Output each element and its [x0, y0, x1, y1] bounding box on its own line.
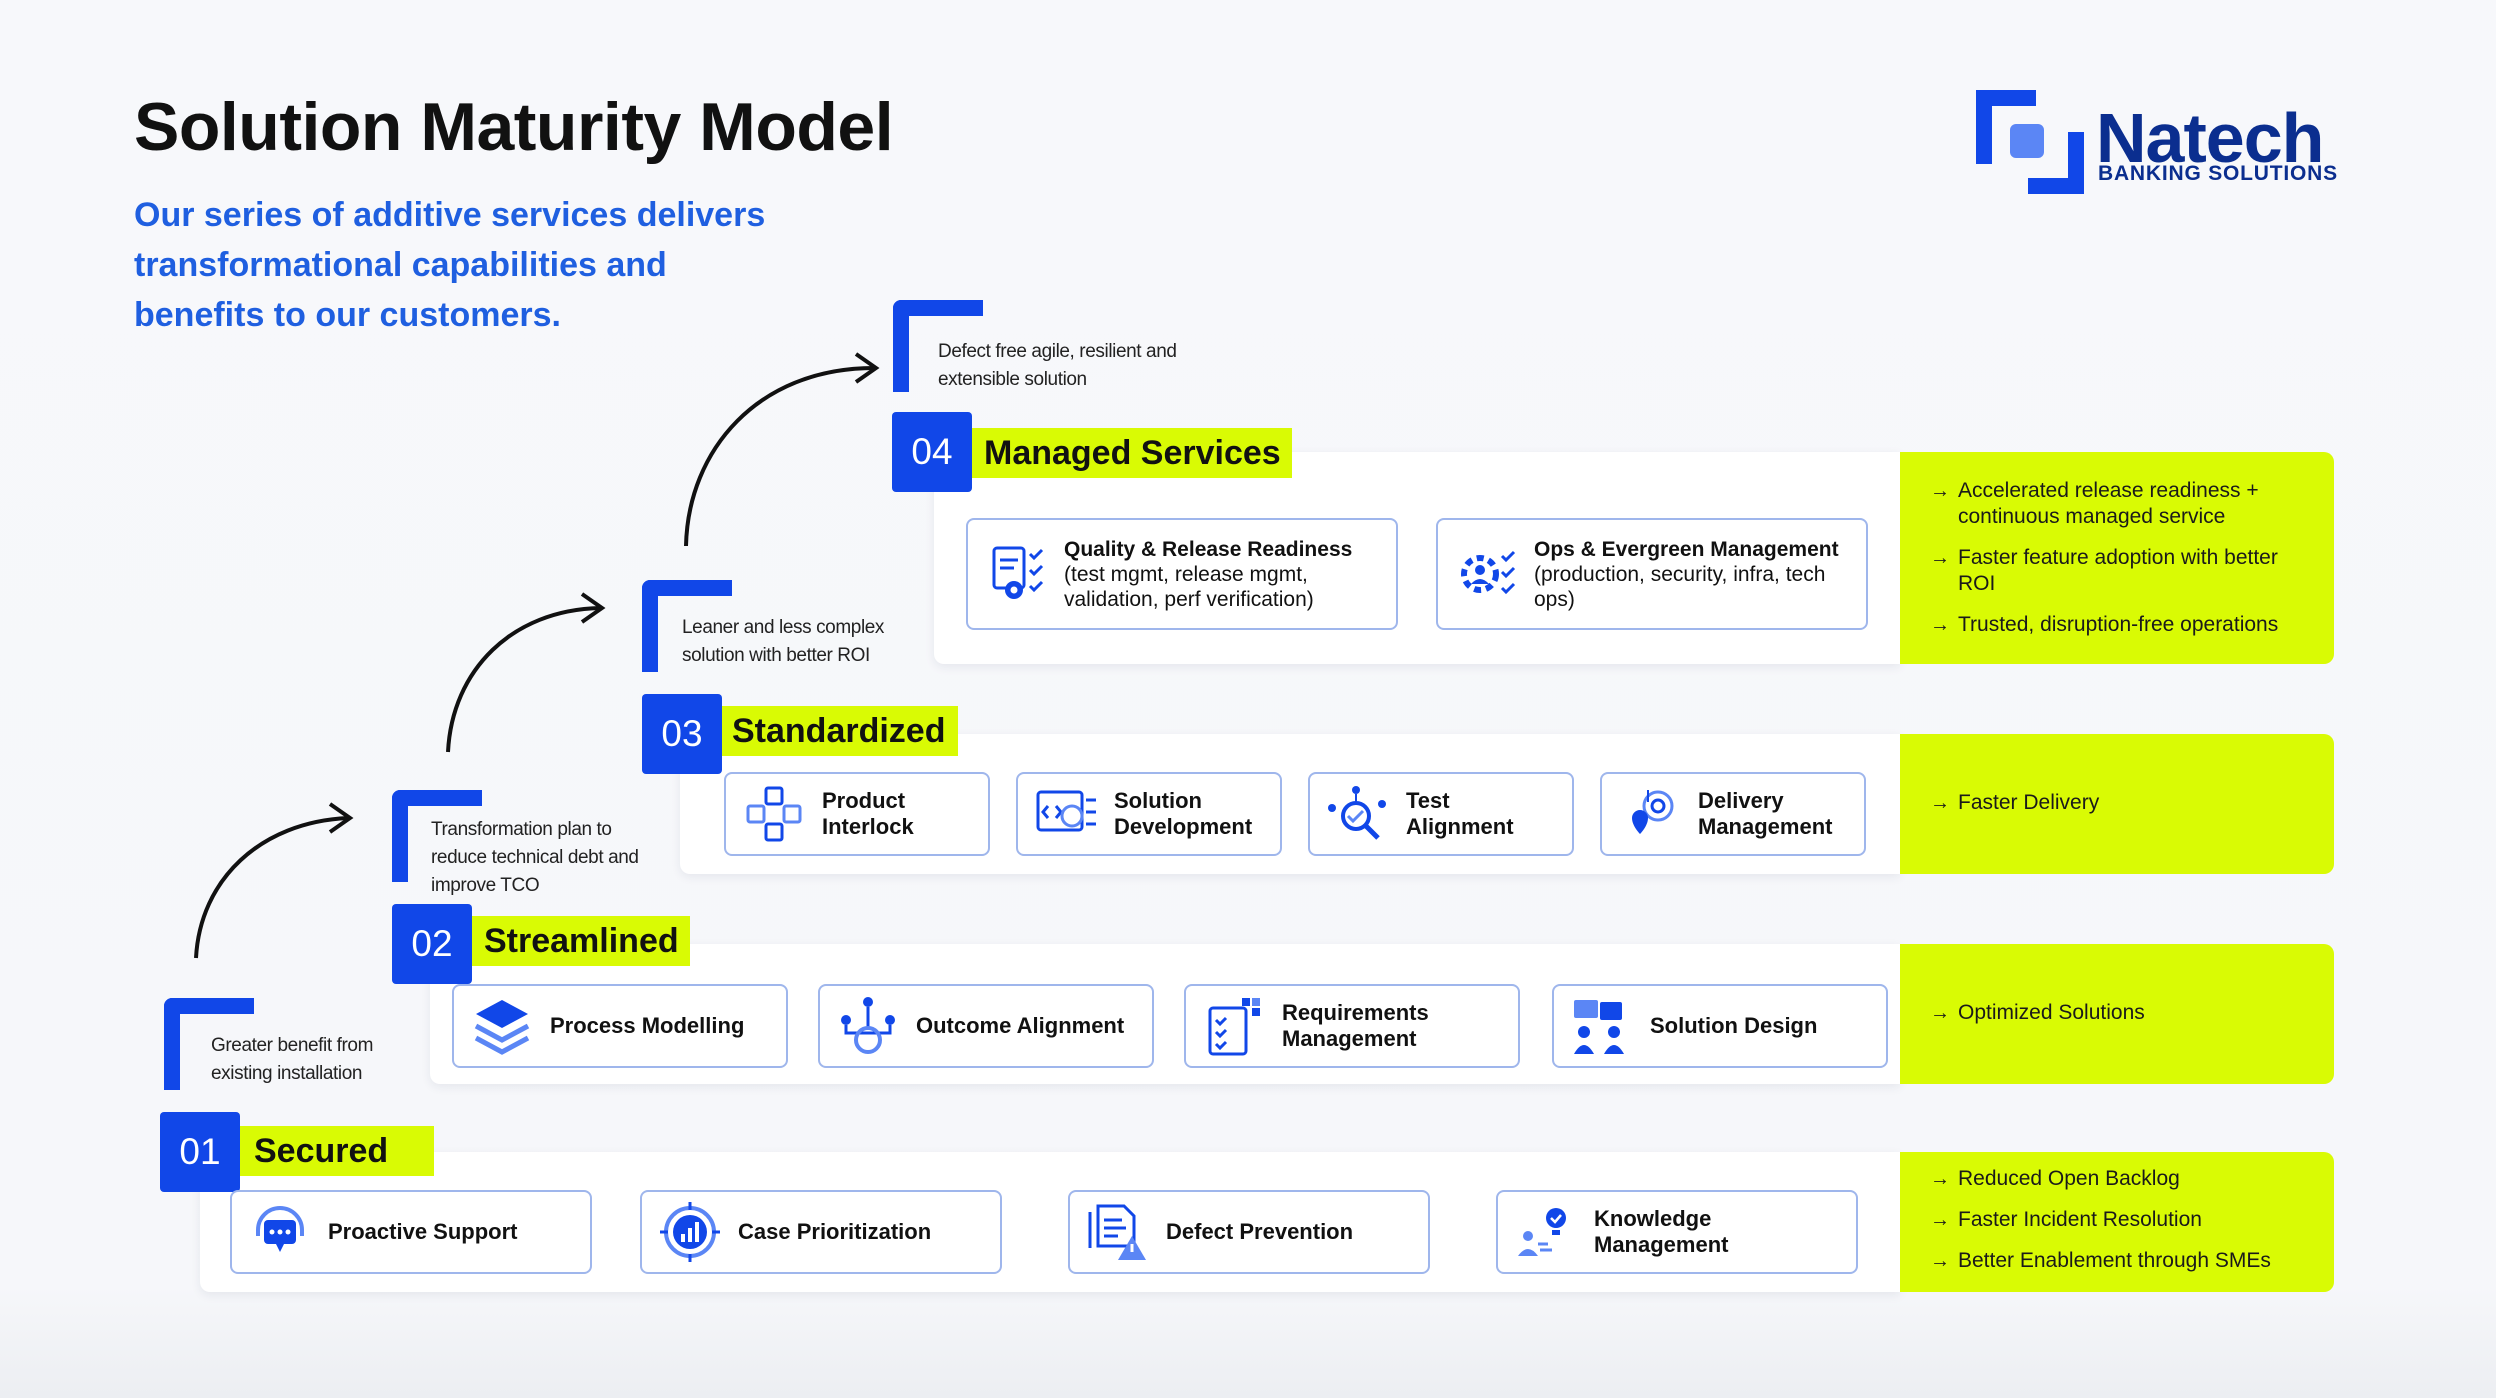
- magnifier-network-icon: [1328, 786, 1386, 840]
- level-02-name: Streamlined: [470, 916, 690, 966]
- benefit-item: Reduced Open Backlog: [1930, 1166, 2304, 1192]
- service-label: Proactive Support: [328, 1219, 518, 1244]
- service-label: Outcome Alignment: [916, 1013, 1125, 1038]
- gear-person-icon: [1461, 550, 1516, 595]
- service-card-solution-design[interactable]: Solution Design: [1552, 984, 1888, 1068]
- benefit-item: Optimized Solutions: [1930, 1000, 2304, 1026]
- level-04-caption: Defect free agile, resilient and extensi…: [938, 341, 1177, 390]
- document-warning-icon: [1088, 1204, 1146, 1260]
- service-label: Solution Development: [1114, 788, 1253, 839]
- service-card-defect-prevention[interactable]: Defect Prevention: [1068, 1190, 1430, 1274]
- level-01-bracket: [164, 998, 254, 1090]
- logo-tagline: BANKING SOLUTIONS: [2098, 162, 2338, 185]
- service-card-delivery-management[interactable]: Delivery Management: [1600, 772, 1866, 856]
- service-label: Ops & Evergreen Management (production, …: [1534, 537, 1866, 612]
- service-label: Quality & Release Readiness (test mgmt, …: [1064, 537, 1396, 612]
- level-03-name: Standardized: [718, 706, 958, 756]
- benefit-item: Trusted, disruption-free operations: [1930, 612, 2304, 638]
- level-01-name: Secured: [240, 1126, 434, 1176]
- target-chart-icon: [660, 1202, 720, 1262]
- level-03-bracket: [642, 580, 732, 672]
- benefit-item: Better Enablement through SMEs: [1930, 1248, 2304, 1274]
- benefit-item: Faster feature adoption with better ROI: [1930, 545, 2304, 597]
- service-label: Knowledge Management: [1594, 1206, 1729, 1257]
- code-globe-icon: [1036, 790, 1096, 832]
- service-card-requirements-management[interactable]: Requirements Management: [1184, 984, 1520, 1068]
- service-label: Requirements Management: [1282, 1000, 1429, 1051]
- lightbulb-people-icon: [1518, 1208, 1566, 1256]
- step-arrow-1-icon: [194, 802, 354, 959]
- service-card-case-prioritization[interactable]: Case Prioritization: [640, 1190, 1002, 1274]
- page-title: Solution Maturity Model: [134, 89, 894, 165]
- hierarchy-coin-icon: [841, 997, 895, 1054]
- service-label: Process Modelling: [550, 1013, 745, 1038]
- service-card-knowledge-management[interactable]: Knowledge Management: [1496, 1190, 1858, 1274]
- natech-logo-mark-icon: [1976, 90, 2084, 194]
- checklist-icon: [1208, 998, 1260, 1056]
- service-card-quality-release[interactable]: Quality & Release Readiness (test mgmt, …: [966, 518, 1398, 630]
- level-04-bracket: [893, 300, 983, 392]
- layers-icon: [474, 1000, 530, 1055]
- level-03-caption: Leaner and less complex solution with be…: [682, 617, 885, 666]
- service-label: Product Interlock: [822, 788, 914, 839]
- level-03-number: 03: [642, 694, 722, 774]
- level-02-benefits: Optimized Solutions: [1900, 944, 2334, 1084]
- level-01-benefits: Reduced Open Backlog Faster Incident Res…: [1900, 1152, 2334, 1292]
- service-card-outcome-alignment[interactable]: Outcome Alignment: [818, 984, 1154, 1068]
- service-title: Ops & Evergreen Management: [1534, 537, 1839, 561]
- level-02-caption: Transformation plan to reduce technical …: [431, 819, 639, 896]
- team-design-icon: [1574, 1000, 1624, 1054]
- service-card-process-modelling[interactable]: Process Modelling: [452, 984, 788, 1068]
- service-label: Solution Design: [1650, 1013, 1818, 1038]
- service-detail: (test mgmt, release mgmt, validation, pe…: [1064, 562, 1314, 611]
- service-label: Case Prioritization: [738, 1219, 932, 1244]
- level-02-number: 02: [392, 904, 472, 984]
- step-arrow-3-icon: [684, 352, 880, 547]
- service-label: Test Alignment: [1406, 788, 1514, 839]
- service-card-solution-development[interactable]: Solution Development: [1016, 772, 1282, 856]
- page-subtitle: Our series of additive services delivers…: [134, 196, 766, 334]
- service-card-proactive-support[interactable]: Proactive Support: [230, 1190, 592, 1274]
- service-title: Quality & Release Readiness: [1064, 537, 1353, 561]
- level-03-benefits: Faster Delivery: [1900, 734, 2334, 874]
- headset-chat-icon: [256, 1206, 304, 1252]
- level-04-benefits: Accelerated release readiness + continuo…: [1900, 452, 2334, 664]
- benefit-item: Accelerated release readiness + continuo…: [1930, 478, 2304, 530]
- service-label: Defect Prevention: [1166, 1219, 1354, 1244]
- logo-wordmark: Natech: [2096, 99, 2324, 177]
- level-02-bracket: [392, 790, 482, 882]
- service-card-product-interlock[interactable]: Product Interlock: [724, 772, 990, 856]
- delivery-target-icon: [1632, 790, 1674, 834]
- puzzle-interlock-icon: [746, 786, 802, 842]
- benefit-item: Faster Incident Resolution: [1930, 1207, 2304, 1233]
- clipboard-gear-icon: [992, 546, 1044, 599]
- level-04-name: Managed Services: [970, 428, 1292, 478]
- benefit-item: Faster Delivery: [1930, 790, 2304, 816]
- service-card-test-alignment[interactable]: Test Alignment: [1308, 772, 1574, 856]
- level-01-number: 01: [160, 1112, 240, 1192]
- service-detail: (production, security, infra, tech ops): [1534, 562, 1826, 611]
- level-04-number: 04: [892, 412, 972, 492]
- level-01-caption: Greater benefit from existing installati…: [211, 1035, 374, 1084]
- natech-logo[interactable]: [1976, 90, 2346, 200]
- service-card-ops-evergreen[interactable]: Ops & Evergreen Management (production, …: [1436, 518, 1868, 630]
- step-arrow-2-icon: [446, 592, 606, 753]
- service-label: Delivery Management: [1698, 788, 1833, 839]
